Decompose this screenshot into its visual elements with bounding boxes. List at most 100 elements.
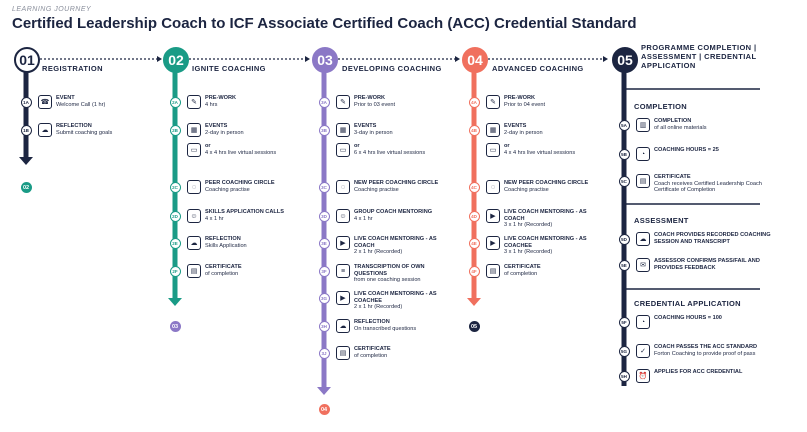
step-description: Coaching practise — [205, 186, 250, 193]
step-code-4a: 4A — [468, 97, 480, 108]
step-description: Forton Coaching to provide proof of pass — [654, 350, 756, 357]
checkmark-icon: ✓ — [636, 344, 650, 358]
step-code-4c: 4C — [468, 182, 480, 193]
stage-1-title: REGISTRATION — [42, 64, 103, 73]
step-description: of all online materials — [654, 124, 707, 131]
step-code-5a: 5A — [618, 120, 630, 131]
calendar-icon: ▦ — [187, 123, 201, 137]
learning-journey-kicker: LEARNING JOURNEY — [12, 6, 92, 13]
video-icon: ▶ — [336, 236, 350, 250]
step-code-3g: 3G — [318, 293, 330, 304]
video-icon: ▶ — [336, 291, 350, 305]
document-icon: ≡ — [336, 264, 350, 278]
stage-5-title: PROGRAMME COMPLETION | ASSESSMENT | CRED… — [641, 43, 757, 70]
monitor-icon: ▭ — [187, 143, 201, 157]
step-title: PRE-WORK — [504, 95, 536, 101]
step-title: LIVE COACH MENTORING - AS COACH — [354, 236, 437, 249]
monitor-icon: ▭ — [486, 143, 500, 157]
step-description: Coaching practise — [504, 186, 549, 193]
monitor-icon: ▭ — [336, 143, 350, 157]
step-code-1a: 1A — [20, 97, 32, 108]
edit-icon: ✎ — [336, 95, 350, 109]
edit-icon: ✎ — [187, 95, 201, 109]
step-title: PRE-WORK — [205, 95, 237, 101]
cloud-upload-icon: ☁ — [636, 232, 650, 246]
clock-icon: ◔ — [636, 315, 650, 329]
step-title: LIVE COACH MENTORING - AS COACHEE — [504, 236, 587, 249]
step-description: Prior to 04 event — [504, 101, 546, 108]
step-description: 4 x 1 hr — [205, 215, 224, 222]
stage-3-title: DEVELOPING COACHING — [342, 64, 442, 73]
step-title: PRE-WORK — [354, 95, 386, 101]
step-code-3a: 3A — [318, 97, 330, 108]
step-description: 3 x 1 hr (Recorded) — [504, 222, 553, 229]
step-description: from one coaching session — [354, 277, 421, 284]
step-description: of completion — [354, 352, 388, 359]
stage-2-number-badge: 02 — [163, 47, 189, 73]
page-title: Certified Leadership Coach to ICF Associ… — [12, 15, 637, 32]
step-title: COACHING HOURS = 100 — [654, 315, 722, 321]
step-title: REFLECTION — [205, 236, 241, 242]
section-heading-2: ASSESSMENT — [634, 216, 689, 225]
step-title: SKILLS APPLICATION CALLS — [205, 209, 284, 215]
step-description: 4 x 4 hrs live virtual sessions — [205, 149, 277, 156]
step-title: EVENT — [56, 95, 75, 101]
step-description: Prior to 03 event — [354, 101, 396, 108]
clock-icon: ◔ — [636, 147, 650, 161]
step-code-4f: 4F — [468, 266, 480, 277]
stage-4-number-badge: 04 — [462, 47, 488, 73]
step-description: Coaching practise — [354, 186, 399, 193]
certificate-icon: ▤ — [636, 174, 650, 188]
step-code-3d: 3D — [318, 211, 330, 222]
step-code-2c: 2C — [169, 182, 181, 193]
section-heading-1: COMPLETION — [634, 102, 687, 111]
step-code-5h: 5H — [618, 371, 630, 382]
step-item: COACHING HOURS = 100 — [654, 315, 782, 322]
step-description: of completion — [504, 270, 538, 277]
step-description: 4 x 4 hrs live virtual sessions — [504, 149, 576, 156]
group-circle-icon: ◌ — [336, 180, 350, 194]
step-code-3e: 3E — [318, 238, 330, 249]
step-description: Skills Application — [205, 242, 247, 249]
step-description: 6 x 4 hrs live virtual sessions — [354, 149, 426, 156]
step-description: 2-day in person — [205, 129, 244, 136]
step-code-3b: 3B — [318, 125, 330, 136]
step-title: CERTIFICATE — [205, 264, 242, 270]
step-item: APPLIES FOR ACC CREDENTIAL — [654, 369, 782, 376]
step-code-2f: 2F — [169, 266, 181, 277]
step-code-2d: 2D — [169, 211, 181, 222]
step-description: 2 x 1 hr (Recorded) — [354, 304, 403, 311]
calendar-icon: ▦ — [336, 123, 350, 137]
step-code-2b: 2B — [169, 125, 181, 136]
chat-icon: ✉ — [636, 258, 650, 272]
stage-5-number-badge: 05 — [612, 47, 638, 73]
step-title: APPLIES FOR ACC CREDENTIAL — [654, 369, 743, 375]
step-title: ASSESSOR CONFIRMS PASS/FAIL AND PROVIDES… — [654, 258, 760, 271]
next-stage-badge-04: 04 — [318, 404, 330, 415]
next-stage-badge-03: 03 — [169, 321, 181, 332]
alarm-clock-icon: ⏰ — [636, 369, 650, 383]
step-item: COACH PROVIDES RECORDED COACHING SESSION… — [654, 232, 782, 245]
stage-4-title: ADVANCED COACHING — [492, 64, 584, 73]
step-title: COMPLETION — [654, 118, 692, 124]
step-code-4b: 4B — [468, 125, 480, 136]
step-description: 2 x 1 hr (Recorded) — [354, 249, 403, 256]
step-title: CERTIFICATE — [504, 264, 541, 270]
step-code-2e: 2E — [169, 238, 181, 249]
group-circle-icon: ◌ — [187, 180, 201, 194]
step-code-2a: 2A — [169, 97, 181, 108]
cloud-upload-icon: ☁ — [336, 319, 350, 333]
step-title: or — [205, 143, 211, 149]
stage-1-number-badge: 01 — [14, 47, 40, 73]
